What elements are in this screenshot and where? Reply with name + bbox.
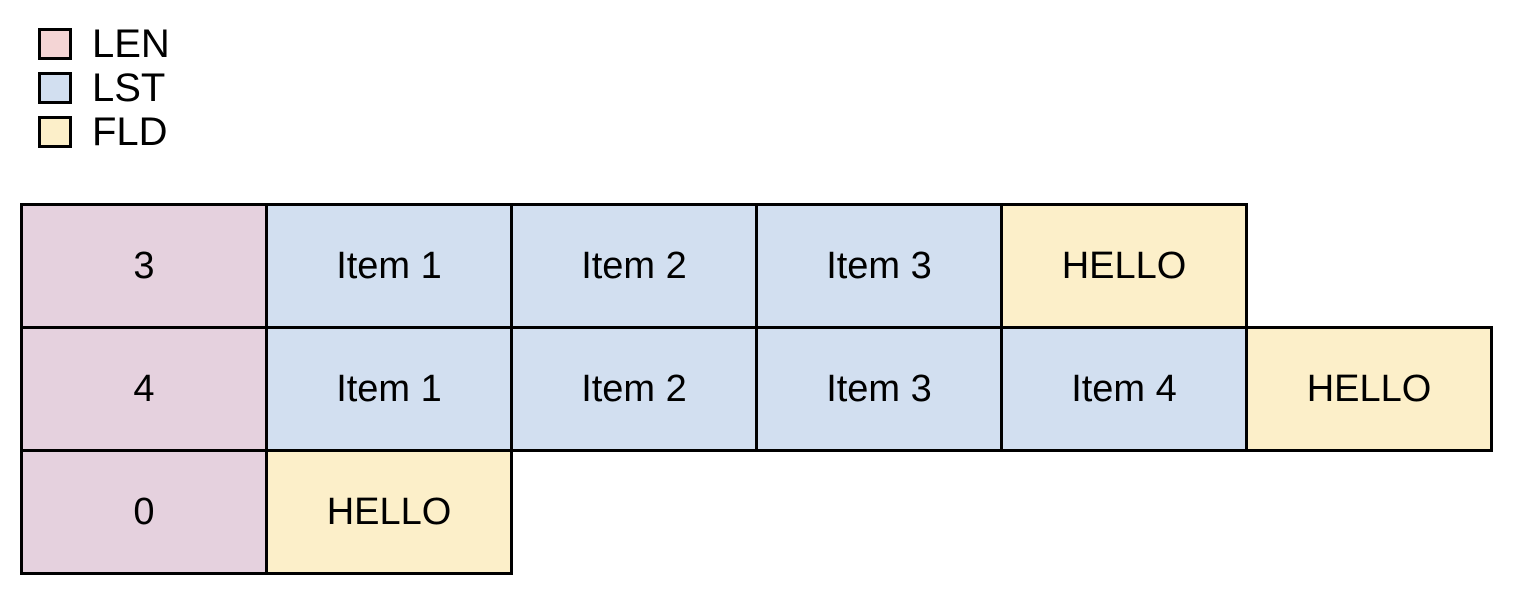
table-cell-lst: Item 2: [510, 326, 758, 452]
table-cell-fld: HELLO: [265, 449, 513, 575]
table-cell-lst: Item 3: [755, 326, 1003, 452]
table-cell-lst: Item 4: [1000, 326, 1248, 452]
legend-item-len: LEN: [38, 22, 438, 66]
table-cell-len: 4: [20, 326, 268, 452]
table-cell-len: 3: [20, 203, 268, 329]
legend-swatch-len: [38, 28, 72, 60]
legend-item-fld: FLD: [38, 110, 438, 154]
legend-swatch-lst: [38, 72, 72, 104]
legend-item-lst: LST: [38, 66, 438, 110]
legend-label-len: LEN: [92, 22, 170, 66]
legend-swatch-fld: [38, 116, 72, 148]
legend-label-lst: LST: [92, 66, 166, 110]
table-cell-lst: Item 1: [265, 326, 513, 452]
table-cell-lst: Item 1: [265, 203, 513, 329]
table-cell-fld: HELLO: [1000, 203, 1248, 329]
legend-label-fld: FLD: [92, 110, 168, 154]
table-cell-fld: HELLO: [1245, 326, 1493, 452]
table-cell-len: 0: [20, 449, 268, 575]
table-cell-lst: Item 2: [510, 203, 758, 329]
table-cell-lst: Item 3: [755, 203, 1003, 329]
